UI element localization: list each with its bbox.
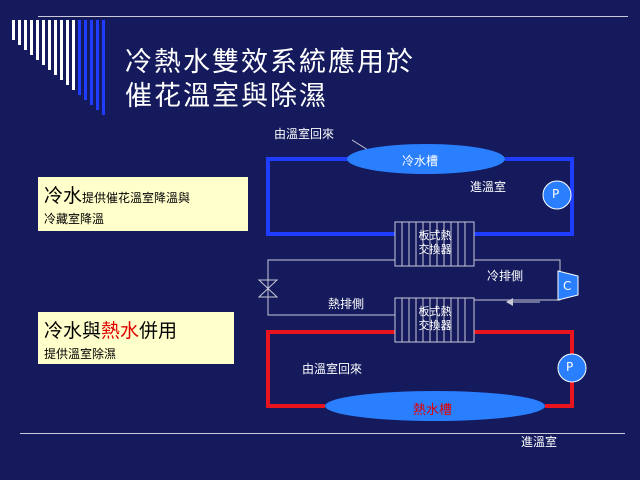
pump-bottom-icon xyxy=(557,353,587,383)
refrigerant-loop xyxy=(267,259,395,316)
info-box-cold: 冷水提供催花溫室降溫與 冷藏室降溫 xyxy=(38,177,248,231)
label-to-greenhouse-bottom: 進溫室 xyxy=(521,435,558,449)
hx-top-line-1: 板式熱 xyxy=(418,229,452,242)
hx-bottom-line-1: 板式熱 xyxy=(418,305,452,318)
box1-big-text: 冷水 xyxy=(44,185,83,207)
label-from-greenhouse-bottom: 由溫室回來 xyxy=(302,362,363,376)
hx-bottom-line-2: 交換器 xyxy=(418,319,452,332)
heat-exchanger-bottom xyxy=(394,297,475,343)
label-hot-side: 熱排側 xyxy=(328,297,365,311)
hx-bottom-label: 板式熱 交換器 xyxy=(402,305,468,333)
pump-bottom-label: P xyxy=(566,360,574,374)
compressor-label: C xyxy=(563,279,572,293)
compressor-icon xyxy=(557,270,579,301)
box2-line-2: 提供溫室除濕 xyxy=(44,347,117,361)
label-cold-tank: 冷水槽 xyxy=(402,154,439,168)
cold-water-tank xyxy=(347,144,505,174)
hot-water-tank xyxy=(325,391,545,421)
heat-exchanger-top xyxy=(394,221,475,267)
label-hot-tank: 熱水槽 xyxy=(413,403,453,418)
box2-part-b-hot: 熱水 xyxy=(101,320,140,342)
title-line-1: 冷熱水雙效系統應用於 xyxy=(125,47,415,78)
info-box-combined: 冷水與熱水併用 提供溫室除濕 xyxy=(38,312,234,364)
box2-part-a: 冷水與 xyxy=(44,320,102,342)
title-line-2: 催花溫室與除濕 xyxy=(125,81,328,112)
expansion-valve xyxy=(257,279,279,298)
hx-top-label: 板式熱 交換器 xyxy=(402,229,468,257)
pump-top-icon xyxy=(542,180,572,210)
top-rule xyxy=(38,16,628,17)
bottom-rule xyxy=(20,433,625,434)
box1-line-2: 冷藏室降溫 xyxy=(44,212,105,226)
hx-top-line-2: 交換器 xyxy=(418,243,452,256)
label-cold-side: 冷排側 xyxy=(487,269,524,283)
label-to-greenhouse-top: 進溫室 xyxy=(470,180,507,194)
slide-title: 冷熱水雙效系統應用於 催花溫室與除濕 xyxy=(125,46,415,114)
label-from-greenhouse-top: 由溫室回來 xyxy=(274,127,335,141)
hot-pipe-return xyxy=(266,330,474,408)
box1-small-text: 提供催花溫室降溫與 xyxy=(82,191,191,205)
pump-top-label: P xyxy=(552,187,560,201)
box2-part-c: 併用 xyxy=(139,320,178,342)
inlet-arrow xyxy=(351,139,369,151)
